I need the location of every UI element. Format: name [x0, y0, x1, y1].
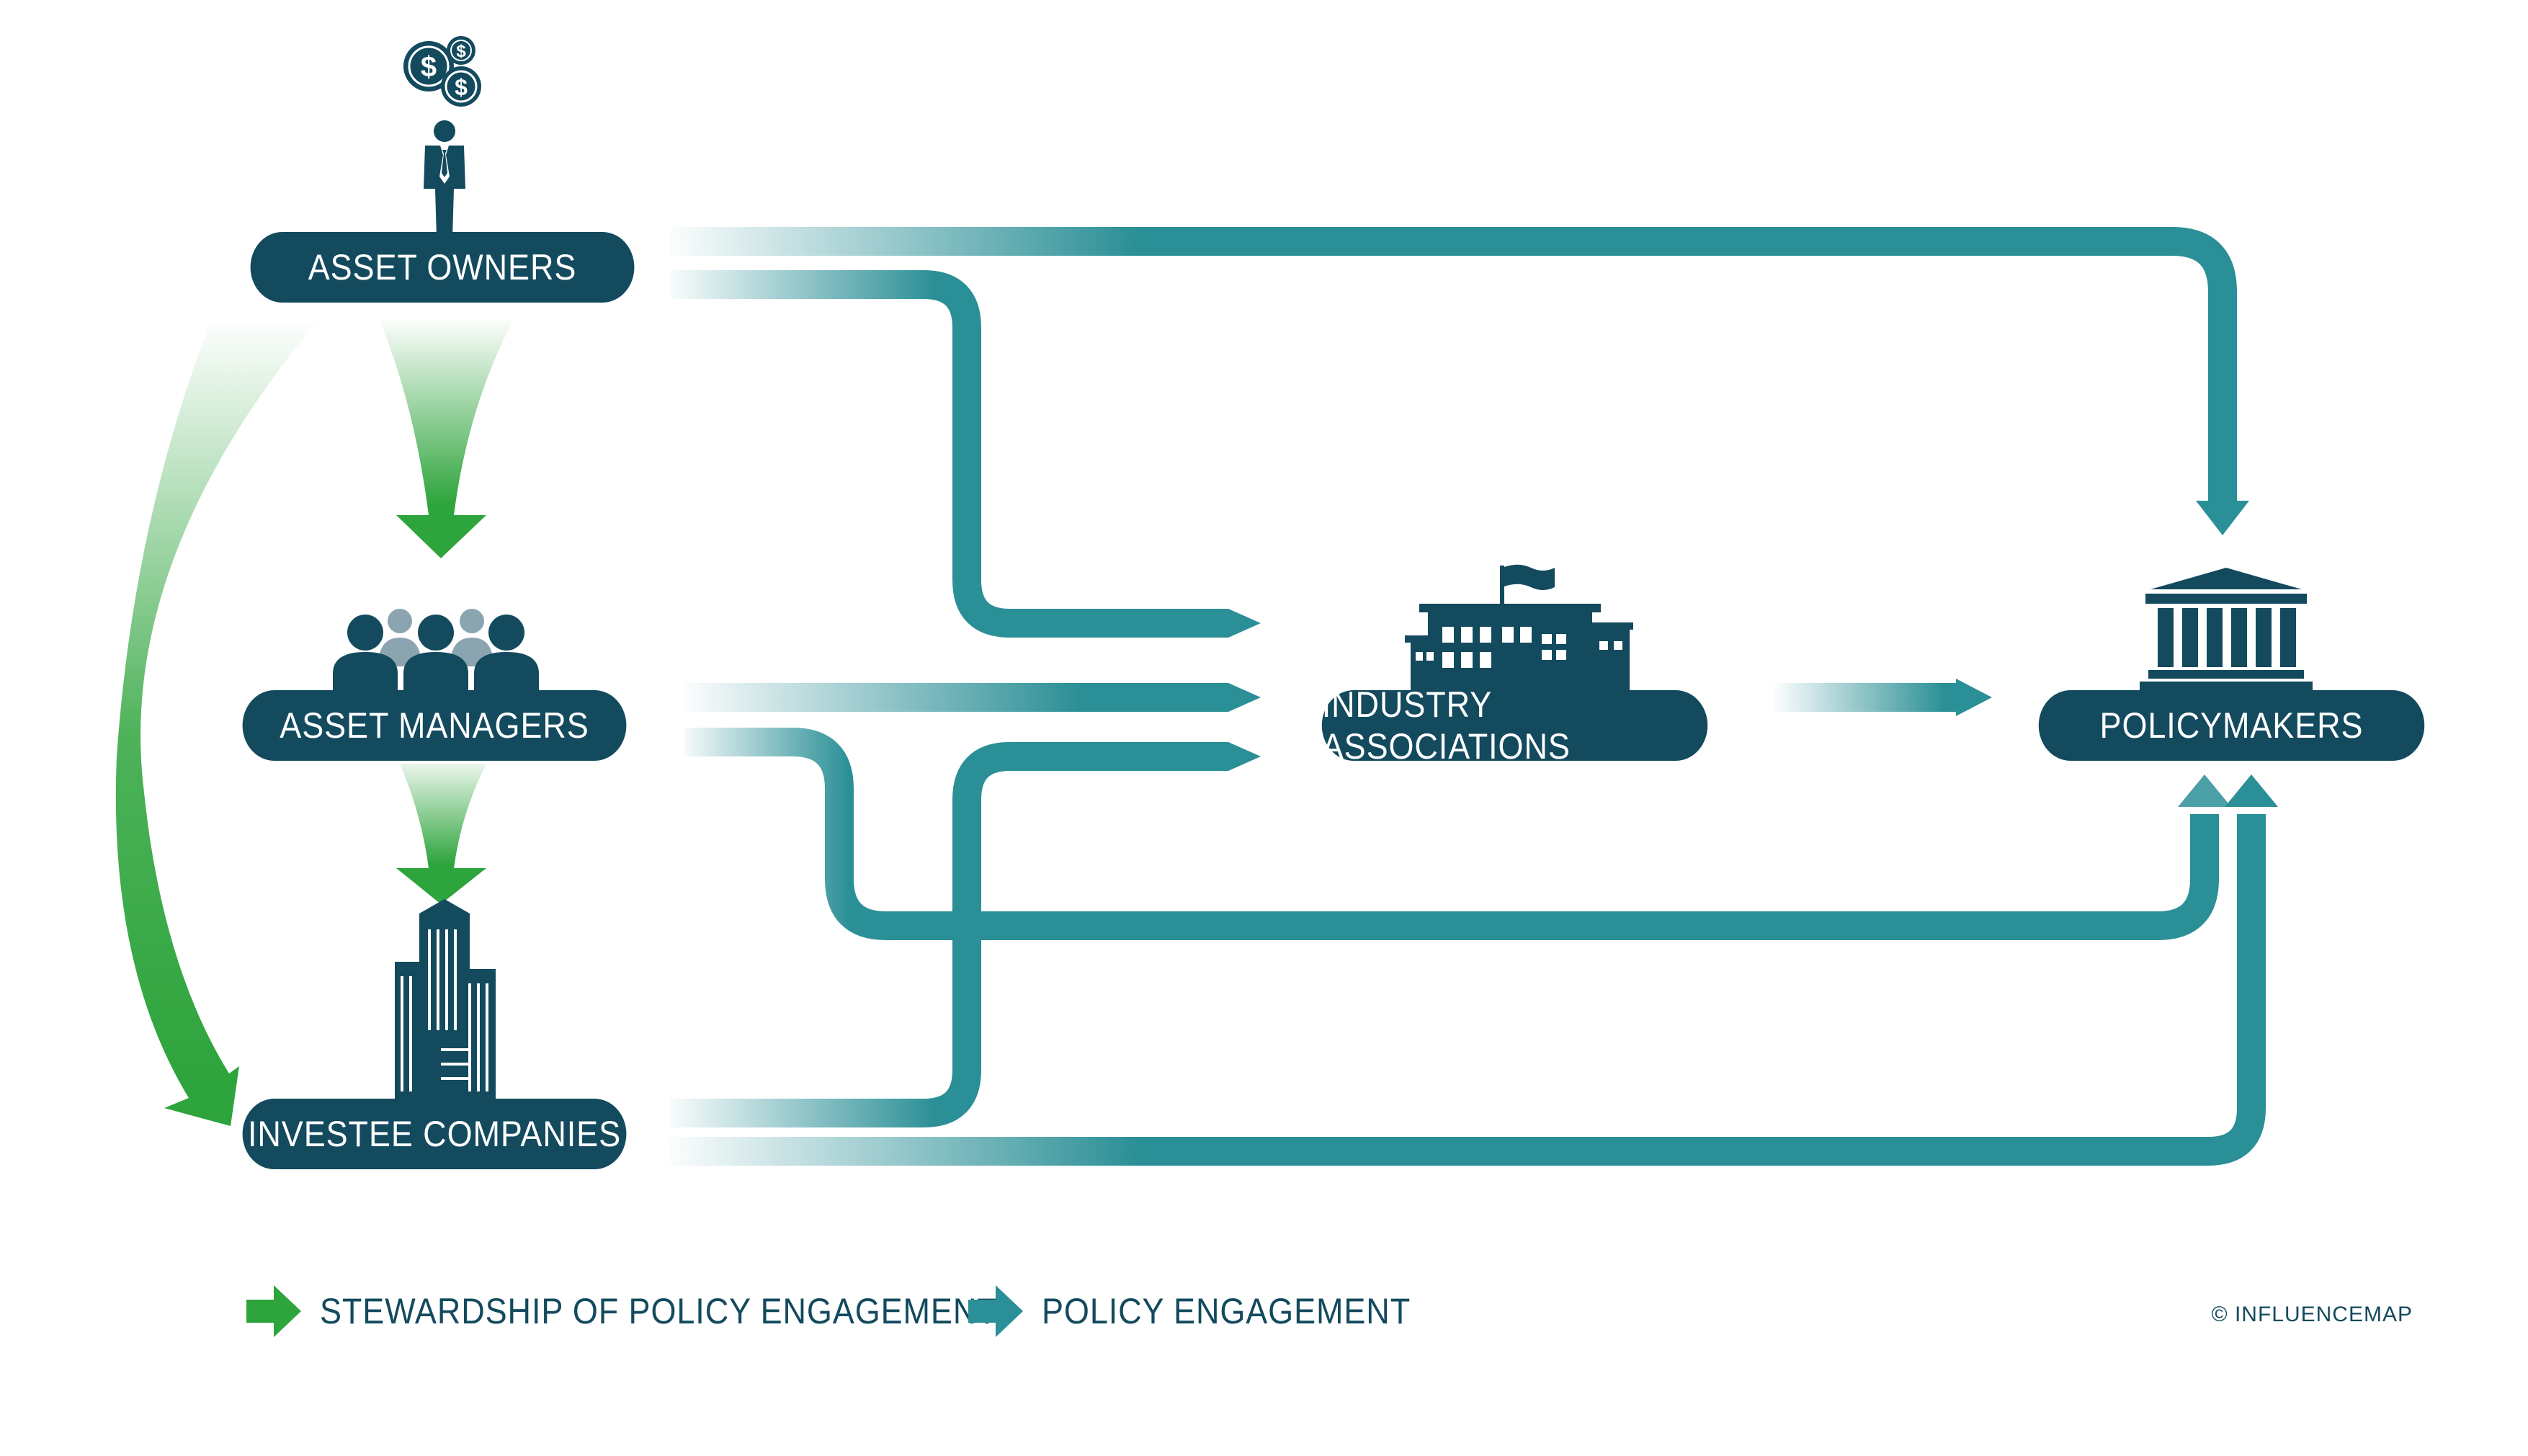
copyright-text: © INFLUENCEMAP	[2211, 1303, 2413, 1326]
government-building-icon	[2140, 568, 2313, 692]
green-arrow-icon	[246, 1285, 301, 1337]
arrow-managers-to-investees	[396, 764, 486, 904]
arrow-investees-to-policymakers	[670, 814, 2266, 1166]
legend-stewardship: STEWARDSHIP OF POLICY ENGAGEMENT	[245, 1282, 1073, 1340]
arrow-managers-to-policymakers	[684, 728, 2219, 940]
node-investee-companies-label: INVESTEE COMPANIES	[248, 1114, 621, 1154]
policy-engagement-arrows	[670, 227, 2278, 1166]
node-asset-owners-label: ASSET OWNERS	[308, 247, 577, 287]
arrowhead-owners-industry	[1228, 609, 1261, 638]
node-asset-managers-label: ASSET MANAGERS	[280, 705, 589, 746]
node-industry-associations: INDUSTRY ASSOCIATIONS	[1321, 684, 1708, 767]
stewardship-arrows	[115, 317, 515, 1126]
arrowhead-managers-policymakers	[2178, 774, 2231, 807]
arrow-owners-to-industry	[670, 270, 1228, 638]
svg-text:$: $	[456, 42, 466, 61]
skyscraper-icon	[395, 899, 496, 1102]
legend-policy-label: POLICY ENGAGEMENT	[1042, 1291, 1411, 1331]
arrowhead-managers-industry	[1228, 683, 1261, 712]
arrow-owners-to-investees	[115, 317, 321, 1126]
building-with-flag-icon	[1405, 564, 1633, 694]
svg-text:$: $	[455, 74, 468, 100]
teal-arrow-icon	[968, 1285, 1023, 1337]
node-policymakers: POLICYMAKERS	[2038, 690, 2425, 761]
legend-stewardship-label: STEWARDSHIP OF POLICY ENGAGEMENT	[320, 1291, 998, 1331]
node-industry-associations-label: INDUSTRY ASSOCIATIONS	[1321, 684, 1571, 767]
node-asset-managers: ASSET MANAGERS	[242, 690, 627, 761]
node-asset-owners: ASSET OWNERS	[250, 232, 635, 303]
arrowhead-owners-policymakers	[2196, 501, 2249, 535]
arrow-owners-to-managers	[378, 317, 515, 558]
arrowhead-investees-policymakers	[2225, 774, 2278, 807]
legend-policy: POLICY ENGAGEMENT	[967, 1282, 1452, 1340]
arrow-owners-to-policymakers	[670, 227, 2237, 501]
node-investee-companies: INVESTEE COMPANIES	[242, 1099, 627, 1169]
node-policymakers-label: POLICYMAKERS	[2099, 705, 2364, 746]
person-with-coins-icon: $ $ $	[403, 36, 481, 238]
svg-text:$: $	[421, 51, 437, 83]
group-of-people-icon	[333, 609, 539, 692]
arrowhead-industry-policymakers	[1956, 679, 1992, 716]
arrow-investees-to-industry	[670, 742, 1228, 1127]
arrowhead-investees-industry	[1228, 742, 1261, 771]
